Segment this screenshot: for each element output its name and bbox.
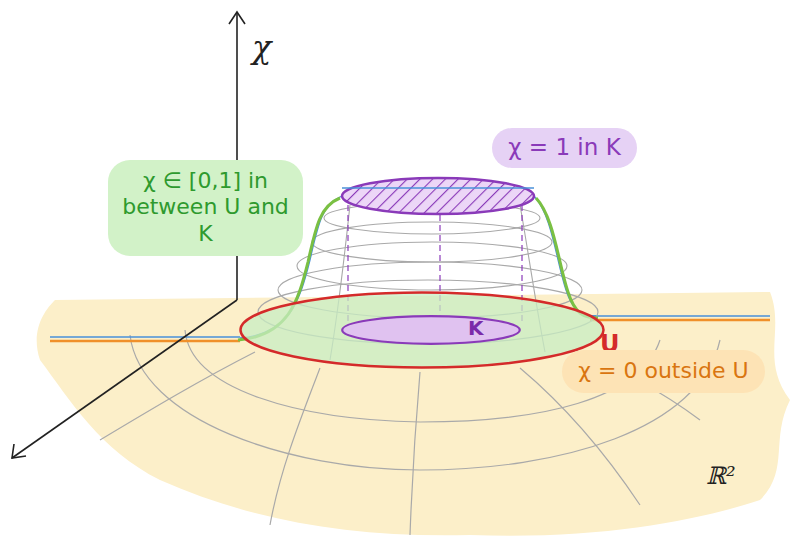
highlight-label: χ ∈ [0,1] in between U and K	[108, 160, 303, 256]
plateau	[342, 178, 534, 214]
node-text: χ = 1 in K	[506, 134, 623, 162]
highlight-label: χ = 1 in K	[492, 128, 637, 168]
axis-label: χ	[252, 28, 271, 66]
region-k: K	[340, 314, 522, 346]
node-text: χ = 0 outside U	[576, 358, 751, 384]
node-text: K	[468, 316, 484, 340]
region-u: UK	[238, 290, 606, 370]
region-k-outline	[340, 314, 522, 346]
ground-plane	[37, 292, 790, 536]
plane-label: ℝ²	[706, 462, 736, 490]
node-text: χ ∈ [0,1] in between U and K	[120, 168, 291, 247]
highlight-label: χ = 0 outside U	[562, 350, 765, 393]
